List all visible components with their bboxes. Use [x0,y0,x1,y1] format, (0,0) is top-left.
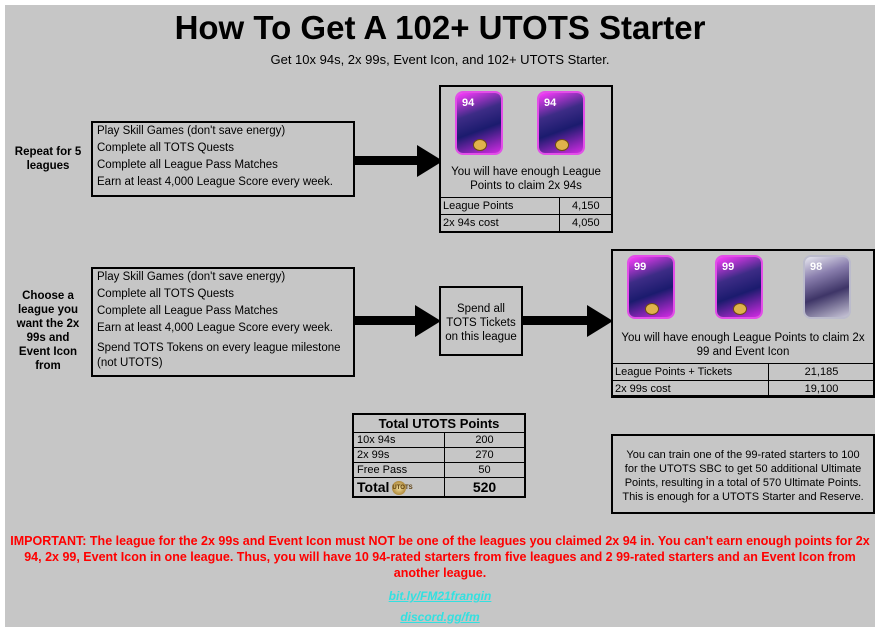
row1-result-note: You will have enough League Points to cl… [451,166,601,192]
player-card-icon: 94 [457,93,501,153]
row1-result-box: 94 94 You will have enough League Points… [439,85,614,233]
page-subtitle: Get 10x 94s, 2x 99s, Event Icon, and 102… [270,52,610,67]
row1-steps-box: Play Skill Games (don't save energy) Com… [91,121,355,197]
infographic-canvas: How To Get A 102+ UTOTS Starter Get 10x … [5,5,875,627]
row1-label: Repeat for 5 leagues [14,146,82,172]
side-note: You can train one of the 99-rated starte… [622,449,864,503]
step-item: Complete all TOTS Quests [97,142,234,154]
tickets-note: Spend all TOTS Tickets on this league [445,303,517,343]
important-note: IMPORTANT: The league for the 2x 99s and… [10,534,870,580]
step-item: Play Skill Games (don't save energy) [97,271,286,283]
step-item: Complete all TOTS Quests [97,288,234,300]
arrow-icon [355,145,443,177]
row2-result-note: You will have enough League Points to cl… [621,332,865,358]
row2-result-box: 99 99 98 You will have enough League Poi… [611,249,875,398]
step-item: Play Skill Games (don't save energy) [97,125,286,137]
utots-coin-icon: UTOTS [392,481,413,496]
totals-header: Total UTOTS Points [352,413,526,433]
player-card-icon: 99 [629,257,673,317]
arrow-icon [355,305,441,337]
link-bitly[interactable]: bit.ly/FM21frangin [388,589,492,603]
icon-card-icon: 98 [805,257,849,317]
step-item: Complete all League Pass Matches [97,305,278,317]
page-title: How To Get A 102+ UTOTS Starter [174,9,706,46]
arrow-icon [523,305,613,337]
step-item: Earn at least 4,000 League Score every w… [97,322,333,334]
side-note-box: You can train one of the 99-rated starte… [611,434,875,514]
link-discord[interactable]: discord.gg/fm [400,610,480,624]
row2-label: Choose a league you want the 2x 99s and … [16,290,80,372]
step-item: Complete all League Pass Matches [97,159,278,171]
row2-steps-box: Play Skill Games (don't save energy) Com… [91,267,355,377]
player-card-icon: 94 [539,93,583,153]
tickets-box: Spend all TOTS Tickets on this league [439,286,523,356]
step-item: Earn at least 4,000 League Score every w… [97,176,333,188]
step-item: Spend TOTS Tokens on every league milest… [97,342,341,369]
player-card-icon: 99 [717,257,761,317]
